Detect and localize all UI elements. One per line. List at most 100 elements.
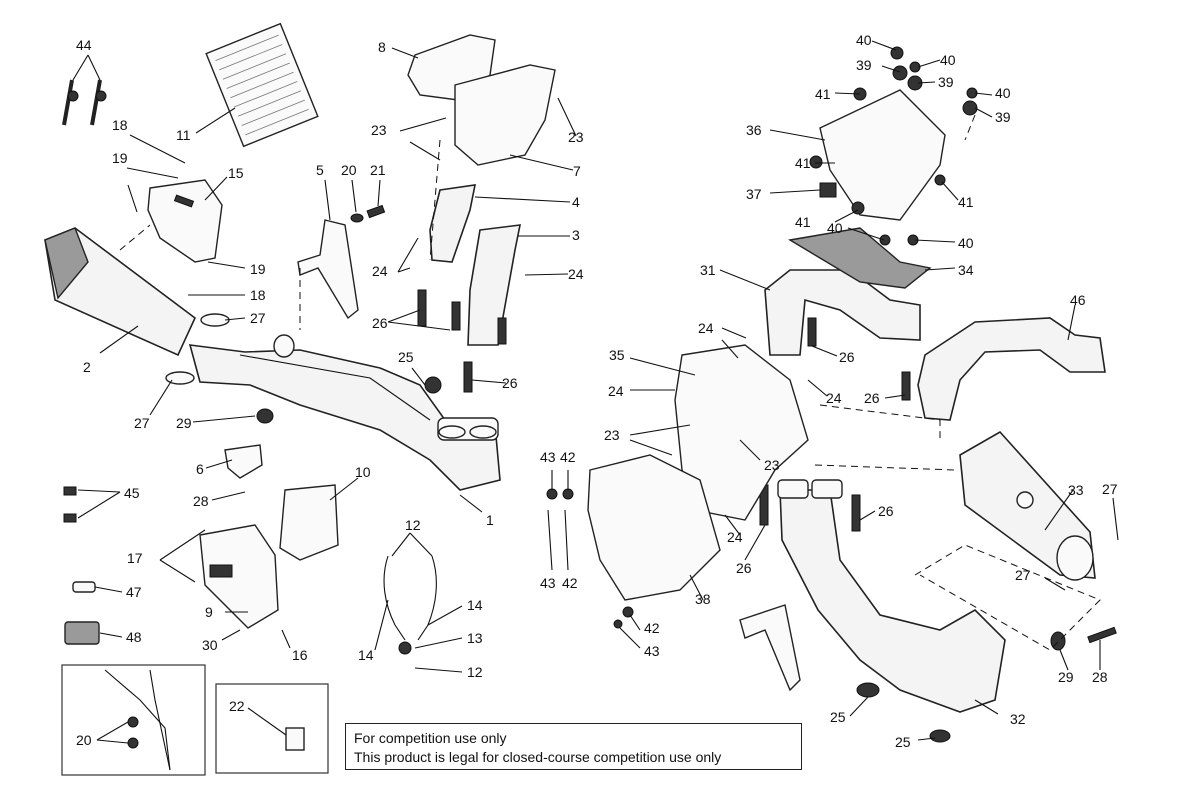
part-38-lower-shield (587, 454, 721, 601)
callout-27b: 27 (134, 415, 150, 431)
callout-24e: 24 (826, 390, 842, 406)
callout-47: 47 (126, 584, 142, 600)
callout-14b: 14 (358, 647, 374, 663)
callout-23d: 23 (764, 457, 780, 473)
callout-44: 44 (76, 37, 92, 53)
callout-26a: 26 (372, 315, 388, 331)
callout-25b: 25 (830, 709, 846, 725)
part-44-bolts (62, 79, 107, 126)
callout-11: 11 (176, 127, 191, 143)
callout-35: 35 (609, 347, 625, 363)
part-45-connectors (63, 486, 77, 523)
callout-24d: 24 (608, 383, 624, 399)
part-32-bracket (739, 604, 801, 692)
callout-labels: 1 2 3 4 5 6 7 8 9 10 11 12 13 14 14 12 1… (76, 32, 1118, 750)
callout-40e: 40 (958, 235, 974, 251)
callout-17: 17 (127, 550, 143, 566)
part-28-bolt-right (1087, 626, 1117, 644)
callout-13: 13 (467, 630, 483, 646)
callout-41a: 41 (815, 86, 831, 102)
callout-26c: 26 (839, 349, 855, 365)
callout-24f: 24 (727, 529, 743, 545)
callout-18a: 18 (112, 117, 128, 133)
part-10-shield (279, 484, 339, 561)
callout-12b: 12 (467, 664, 483, 680)
part-32-collector-pipe (779, 489, 1006, 713)
part-2-silencer (44, 227, 196, 357)
callout-36: 36 (746, 122, 762, 138)
callout-39a: 39 (856, 57, 872, 73)
callout-30: 30 (202, 637, 218, 653)
callout-19a: 19 (112, 150, 128, 166)
callout-12a: 12 (405, 517, 421, 533)
part-25-nut (424, 376, 442, 394)
callout-32: 32 (1010, 711, 1026, 727)
callout-27c: 27 (1102, 481, 1118, 497)
callout-23b: 23 (568, 129, 584, 145)
part-11-air-filter (205, 22, 319, 148)
callout-42c: 42 (644, 620, 660, 636)
callout-40c: 40 (995, 85, 1011, 101)
callout-14a: 14 (467, 597, 483, 613)
part-12-14-hoses (383, 555, 437, 655)
part-6-bracket (224, 444, 263, 479)
callout-41b: 41 (795, 155, 811, 171)
callout-29b: 29 (1058, 669, 1074, 685)
callout-38: 38 (695, 591, 711, 607)
callout-20: 20 (341, 162, 357, 178)
part-42-43-hardware (546, 488, 634, 629)
callout-22: 22 (229, 698, 245, 714)
part-26-springs (417, 289, 911, 532)
callout-34: 34 (958, 262, 974, 278)
callout-8: 8 (378, 39, 386, 55)
callout-28a: 28 (193, 493, 209, 509)
part-47-sensor (72, 581, 96, 593)
callout-28b: 28 (1092, 669, 1108, 685)
assembly-lines (119, 114, 1101, 651)
notice-line-2: This product is legal for closed-course … (354, 749, 722, 765)
part-4-3-flanged-pipes (429, 184, 522, 346)
callout-7: 7 (573, 163, 581, 179)
inset-detail-22 (215, 683, 329, 774)
part-15-heat-shield (147, 179, 223, 263)
callout-16: 16 (292, 647, 308, 663)
part-27-clamps (165, 313, 230, 385)
callout-40d: 40 (827, 220, 843, 236)
callout-48: 48 (126, 629, 142, 645)
leader-lines (72, 40, 1119, 744)
callout-40a: 40 (856, 32, 872, 48)
callout-24a: 24 (372, 263, 388, 279)
part-46-pipe (917, 317, 1106, 421)
callout-43b: 43 (540, 575, 556, 591)
callout-24c: 24 (698, 320, 714, 336)
callout-46: 46 (1070, 292, 1086, 308)
callout-42a: 42 (560, 449, 576, 465)
callout-27d: 27 (1015, 567, 1031, 583)
callout-26e: 26 (878, 503, 894, 519)
part-1-header-pipe (188, 344, 501, 491)
callout-5: 5 (316, 162, 324, 178)
callout-2: 2 (83, 359, 91, 375)
callout-29a: 29 (176, 415, 192, 431)
part-29-grommet (256, 334, 295, 424)
callout-45: 45 (124, 485, 140, 501)
callout-33: 33 (1068, 482, 1084, 498)
notice-line-1: For competition use only (354, 730, 507, 746)
callout-18b: 18 (250, 287, 266, 303)
callout-24b: 24 (568, 266, 584, 282)
callout-41c: 41 (795, 214, 811, 230)
part-9-ecu-bracket (199, 524, 279, 629)
part-33-silencer (959, 430, 1096, 581)
callout-43a: 43 (540, 449, 556, 465)
callout-37: 37 (746, 186, 762, 202)
callout-40b: 40 (940, 52, 956, 68)
callout-4: 4 (572, 194, 580, 210)
callout-26f: 26 (736, 560, 752, 576)
part-35-heat-shield (674, 344, 809, 521)
callout-1: 1 (486, 512, 494, 528)
part-37-clip (819, 182, 837, 198)
inset-detail-20 (61, 664, 206, 776)
callout-15: 15 (228, 165, 244, 181)
part-25-foot-a (856, 682, 880, 698)
callout-26b: 26 (502, 375, 518, 391)
